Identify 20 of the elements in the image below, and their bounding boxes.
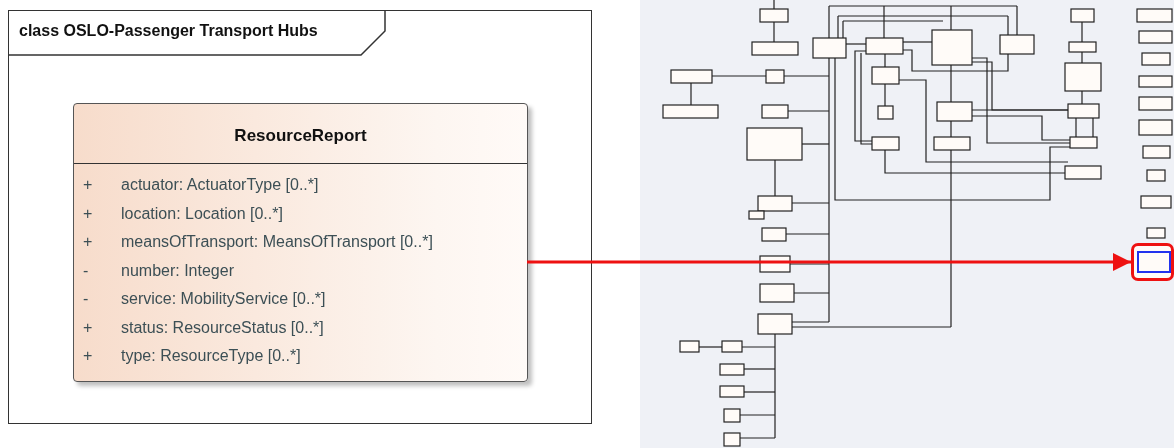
attribute-text: status: ResourceStatus [0..*] [121,318,324,337]
attribute-text: type: ResourceType [0..*] [121,347,301,365]
visibility-marker: + [83,233,93,251]
class-box [73,103,528,382]
visibility-marker: - [83,290,89,308]
visibility-marker: + [83,204,93,223]
attribute-text: service: MobilityService [0..*] [121,290,326,308]
visibility-marker: - [83,261,89,280]
highlighted-class-box [1131,243,1174,281]
frame-title: class OSLO-Passenger Transport Hubs [19,22,318,40]
class-name: ResourceReport [234,126,367,146]
attribute-text: meansOfTransport: MeansOfTransport [0..*] [121,233,433,251]
visibility-marker: + [83,347,93,365]
visibility-marker: + [83,318,93,337]
diagram-frame [8,10,592,424]
attribute-text: number: Integer [121,261,234,280]
attribute-text: location: Location [0..*] [121,204,283,223]
arrow [527,253,1131,271]
attribute-text: actuator: ActuatorType [0..*] [121,176,319,194]
visibility-marker: + [83,176,93,194]
